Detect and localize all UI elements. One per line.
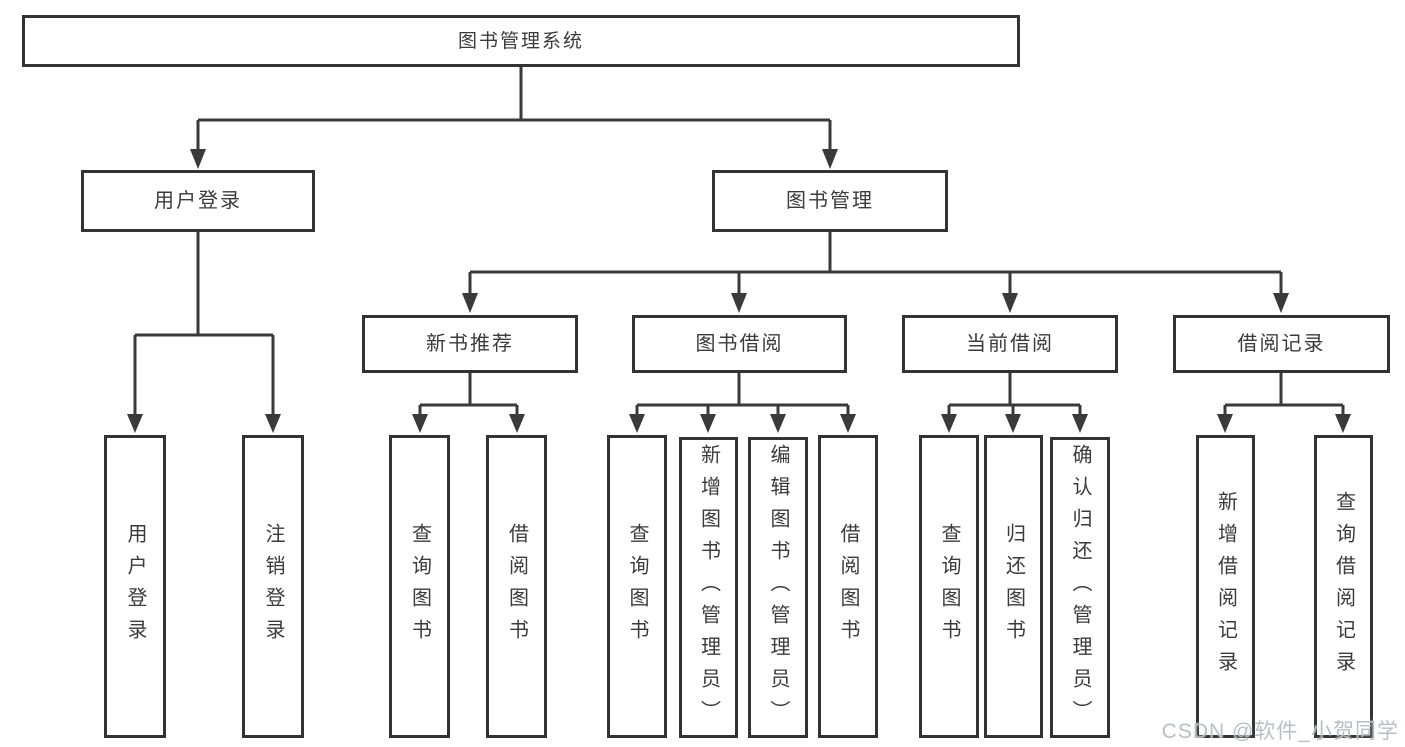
node-root: 图书管理系统 [22,15,1020,67]
leaf-query-books-recommend: 查询图书 [389,435,450,738]
arrow-down-icon [700,414,716,433]
leaf-user-login-label: 用户登录 [124,522,146,651]
leaf-borrow-books-recommend: 借阅图书 [486,435,547,738]
leaf-query-books-current: 查询图书 [919,435,979,738]
arrow-down-icon [127,414,143,433]
arrow-down-icon [840,414,856,433]
arrow-down-icon [509,414,525,433]
leaf-query-borrow-record-label: 查询借阅记录 [1332,490,1355,683]
node-new-book-recommend: 新书推荐 [362,315,578,373]
arrow-down-icon [412,414,428,433]
node-borrowing-records: 借阅记录 [1173,315,1390,373]
node-user-login-label: 用户登录 [154,190,242,212]
leaf-query-books-recommend-label: 查询图书 [408,522,431,651]
connector-current-borrowing-to-leaves [947,373,1082,416]
leaf-user-login: 用户登录 [104,435,166,738]
arrow-down-icon [1217,414,1233,433]
arrow-down-icon [1002,293,1018,313]
arrow-down-icon [822,149,838,169]
leaf-edit-books-admin: 编辑图书（管理员） [748,437,808,738]
leaf-edit-books-admin-label: 编辑图书（管理员） [767,443,789,732]
leaf-query-books-borrowing-label: 查询图书 [626,522,648,651]
arrow-down-icon [1005,414,1021,433]
connector-new-book-to-leaves [418,373,519,416]
node-book-management: 图书管理 [712,170,948,232]
leaf-confirm-return-admin-label: 确认归还（管理员） [1069,443,1091,732]
node-current-borrowing-label: 当前借阅 [966,333,1054,355]
leaf-return-books-label: 归还图书 [1002,522,1025,651]
leaf-logout-label: 注销登录 [262,522,284,651]
arrow-down-icon [1273,293,1289,313]
connector-book-management-to-level3 [468,232,1283,296]
leaf-add-books-admin: 新增图书（管理员） [679,437,738,738]
connector-borrowing-records-to-leaves [1223,373,1345,416]
leaf-query-books-current-label: 查询图书 [938,522,960,651]
connector-root-to-level2 [196,67,832,152]
node-book-borrowing-label: 图书借阅 [695,333,784,355]
arrow-down-icon [1335,414,1351,433]
node-borrowing-records-label: 借阅记录 [1237,333,1326,355]
node-book-management-label: 图书管理 [786,190,874,212]
leaf-return-books: 归还图书 [984,435,1043,738]
leaf-confirm-return-admin: 确认归还（管理员） [1050,437,1110,738]
connector-book-borrowing-to-leaves [635,373,850,416]
arrow-down-icon [629,414,645,433]
leaf-borrow-books-borrowing: 借阅图书 [818,435,878,738]
arrow-down-icon [190,149,206,169]
arrow-down-icon [1072,414,1088,433]
leaf-add-books-admin-label: 新增图书（管理员） [697,443,720,732]
node-root-label: 图书管理系统 [457,30,584,52]
leaf-borrow-books-recommend-label: 借阅图书 [505,522,528,651]
node-current-borrowing: 当前借阅 [902,315,1118,373]
leaf-add-borrow-record-label: 新增借阅记录 [1214,490,1237,683]
connector-user-login-to-leaves [133,232,275,416]
arrow-down-icon [941,414,957,433]
leaf-query-books-borrowing: 查询图书 [607,435,667,738]
node-new-book-recommend-label: 新书推荐 [426,333,514,355]
arrowheads [127,149,1351,433]
leaf-add-borrow-record: 新增借阅记录 [1196,435,1255,738]
node-book-borrowing: 图书借阅 [632,315,847,373]
arrow-down-icon [770,414,786,433]
arrow-down-icon [462,293,478,313]
node-user-login: 用户登录 [81,170,315,232]
leaf-logout: 注销登录 [242,435,304,738]
arrow-down-icon [265,414,281,433]
leaf-query-borrow-record: 查询借阅记录 [1314,435,1373,738]
leaf-borrow-books-borrowing-label: 借阅图书 [837,522,859,651]
arrow-down-icon [731,293,747,313]
